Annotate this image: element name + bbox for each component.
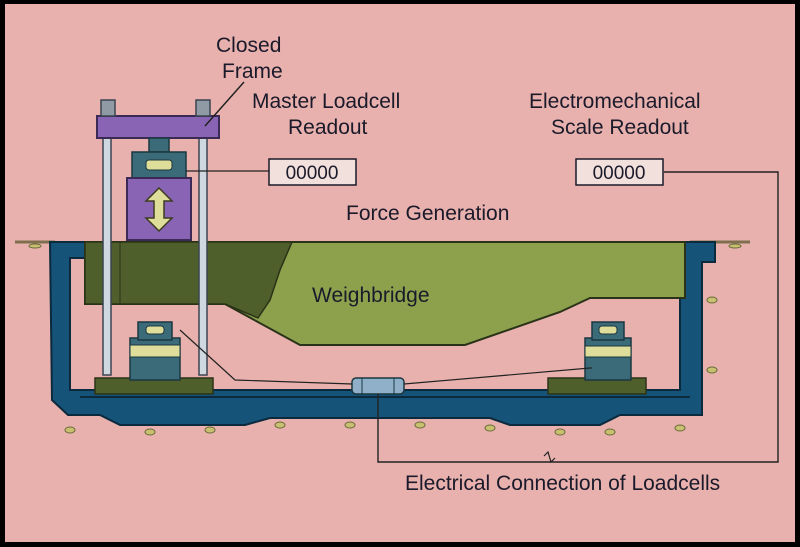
scale-readout-value: 00000: [593, 163, 646, 184]
right-loadcell-cap: [598, 325, 618, 335]
master-loadcell-cap: [145, 159, 173, 171]
force-generation-label: Force Generation: [346, 202, 509, 225]
concrete-pit: [48, 241, 716, 426]
scale-readout-box: [575, 158, 664, 186]
electro-readout-label-line2: Scale Readout: [551, 116, 689, 139]
left-loadcell-cable: [179, 329, 353, 385]
weighbridge-label: Weighbridge: [312, 284, 430, 307]
left-loadcell-band: [129, 344, 181, 358]
electro-readout-label-line1: Electromechanical: [529, 90, 701, 113]
left-loadcell-body: [129, 337, 181, 381]
right-frame-rod: [198, 109, 208, 376]
right-frame-nut: [195, 99, 211, 117]
closed-frame-leader: [204, 81, 245, 127]
electrical-connection-label: Electrical Connection of Loadcells: [405, 472, 720, 495]
closed-frame-beam: [96, 115, 220, 139]
right-loadcell-band: [584, 345, 632, 358]
master-readout-box: [268, 158, 357, 186]
master-readout-label-line1: Master Loadcell: [252, 90, 400, 113]
junction-box: [351, 377, 405, 395]
closed-frame-label-line2: Frame: [222, 60, 283, 83]
left-frame-nut: [100, 99, 116, 117]
closed-frame-label-line1: Closed: [216, 34, 281, 57]
right-loadcell-cable: [403, 367, 592, 385]
scale-readout-cable: [377, 171, 779, 463]
master-readout-value: 00000: [286, 163, 339, 184]
left-frame-rod: [102, 109, 112, 376]
left-loadcell-cap: [145, 325, 165, 335]
master-readout-label-line2: Readout: [288, 116, 368, 139]
double-arrow-icon: [144, 186, 174, 233]
right-loadcell-body: [584, 337, 632, 381]
master-loadcell-stem: [148, 137, 170, 153]
cable-break-icon: [543, 450, 556, 464]
